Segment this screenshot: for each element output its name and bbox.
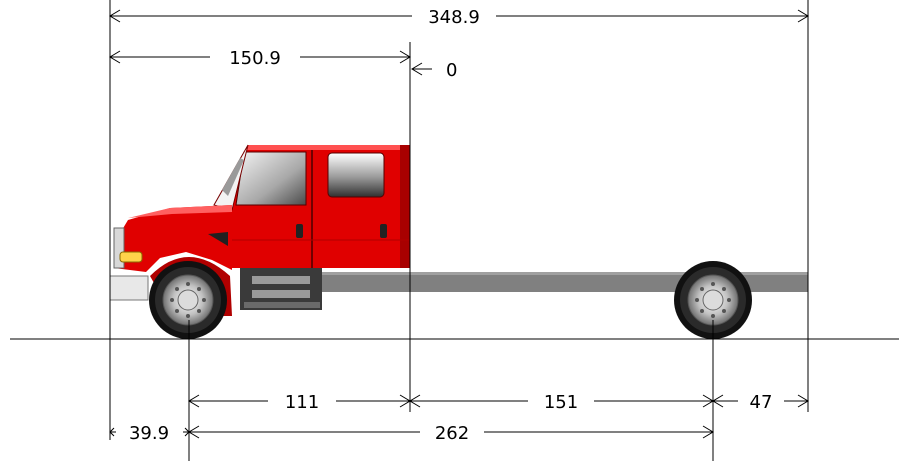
hood [109, 205, 232, 316]
dimension-cab-back-datum: 0 [411, 60, 457, 81]
grille [113, 227, 125, 269]
rear-wheel [674, 261, 752, 339]
dimension-wheelbase: 262 [188, 423, 714, 444]
dimension-front-to-cab-back: 150.9 [109, 48, 411, 69]
front-overhang-label: 39.9 [129, 423, 169, 444]
truck-illustration [109, 144, 808, 339]
cab-back-datum-label: 0 [446, 60, 457, 81]
cab-step [240, 268, 322, 310]
overall-length-label: 348.9 [428, 7, 480, 28]
front-axle-to-cab-back-label: 111 [285, 392, 319, 413]
front-door-handle [296, 224, 303, 238]
dimension-cab-back-to-rear-axle: 151 [409, 392, 714, 413]
cab [213, 144, 410, 268]
dimension-front-axle-to-cab-back: 111 [188, 392, 411, 413]
front-wheel [149, 261, 227, 339]
front-bumper [109, 275, 149, 301]
front-window [235, 151, 307, 206]
wheelbase-label: 262 [435, 423, 469, 444]
rear-door-handle [380, 224, 387, 238]
cab-back-to-rear-axle-label: 151 [544, 392, 578, 413]
rear-overhang-label: 47 [750, 392, 773, 413]
dimension-front-overhang: 39.9 [109, 423, 190, 444]
dimension-rear-overhang: 47 [712, 392, 809, 413]
reference-lines [10, 0, 899, 461]
dimension-overall-length: 348.9 [109, 7, 809, 28]
front-to-cab-back-label: 150.9 [229, 48, 281, 69]
headlight [119, 251, 143, 263]
rear-window [327, 152, 385, 198]
